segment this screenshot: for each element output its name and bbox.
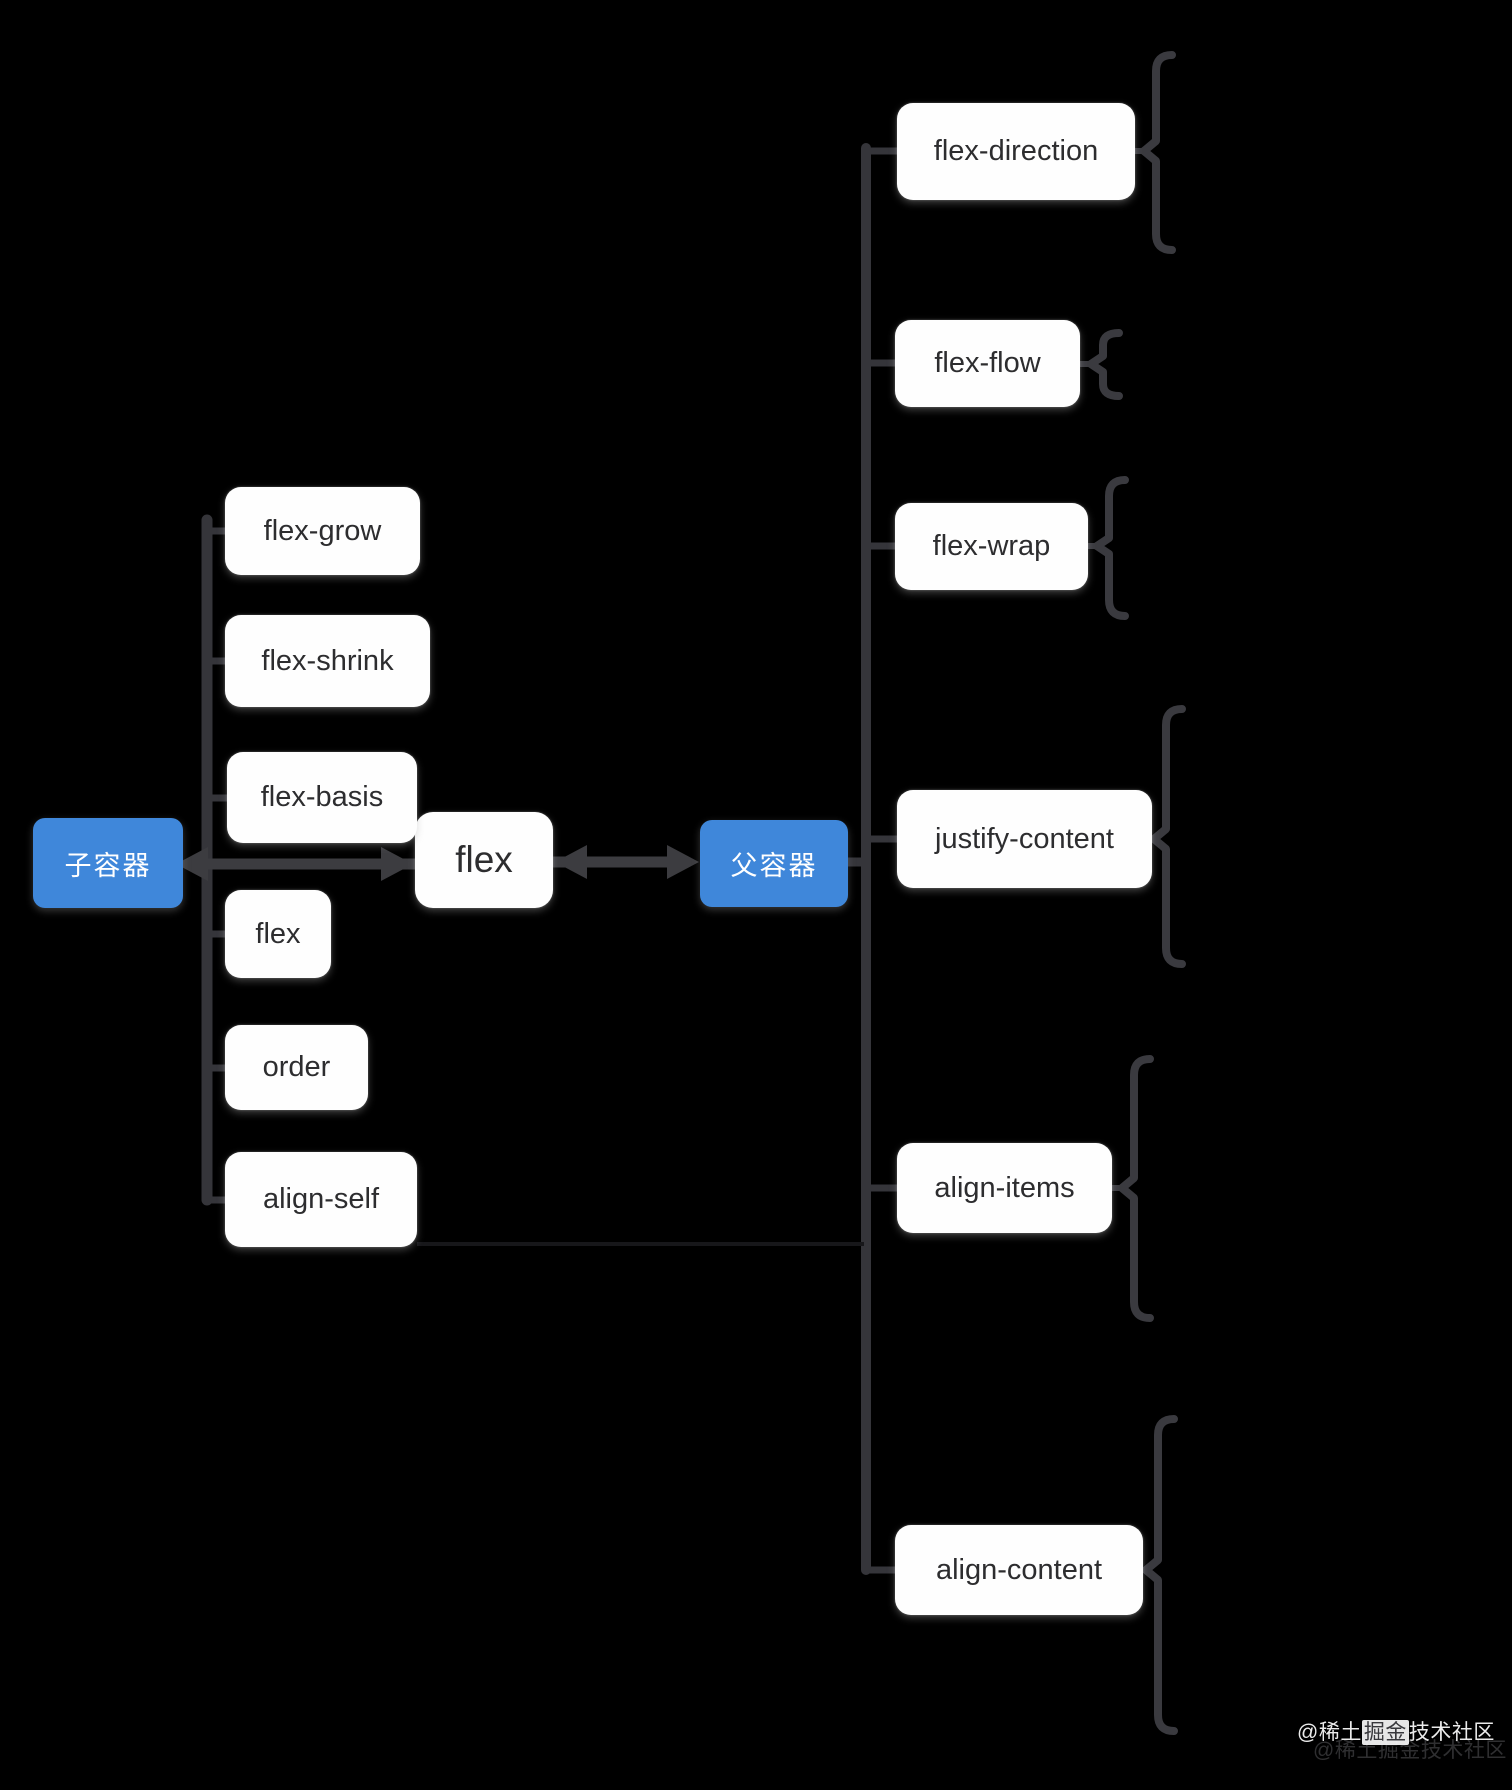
watermark-echo: @稀土掘金技术社区 [1313,1739,1507,1762]
watermark: @稀土掘金技术社区 [1297,1716,1495,1746]
node-label: 子容器 [64,850,152,881]
node-flex-wrap[interactable]: flex-wrap [895,503,1088,590]
node-label: align-self [262,1183,380,1215]
node-label: flex [255,917,301,950]
node-justify-content[interactable]: justify-content [897,790,1152,888]
node-flex-root[interactable]: flex [415,812,553,908]
node-label: flex-basis [260,781,384,813]
node-label: align-content [935,1553,1103,1586]
node-label: flex-direction [933,135,1099,167]
node-align-content[interactable]: align-content [895,1525,1143,1615]
child-branch-stubs [207,527,227,1204]
node-label: 父容器 [730,851,818,881]
node-label: flex [455,839,513,880]
brace-flex-wrap [1093,476,1129,620]
node-flex-direction[interactable]: flex-direction [897,103,1135,200]
brace-align-items [1118,1055,1154,1322]
node-label: flex-grow [263,514,382,547]
parent-branch-stubs [866,147,897,1574]
arrowhead-to-parent-container [667,845,699,879]
arrowhead-to-child-container [176,847,208,881]
node-align-items[interactable]: align-items [897,1143,1112,1233]
node-label: flex-shrink [261,644,394,677]
node-order[interactable]: order [225,1025,368,1110]
brace-connector-nubs [1080,148,1155,1573]
node-flex-basis[interactable]: flex-basis [227,752,417,843]
watermark-suffix: 技术社区 [1408,1721,1495,1744]
node-label: flex-wrap [932,530,1051,562]
node-label: flex-flow [934,347,1041,379]
node-label: order [262,1051,331,1083]
node-flex-flow[interactable]: flex-flow [895,320,1080,407]
node-child-container[interactable]: 子容器 [33,818,183,908]
brace-justify-content [1150,705,1186,968]
node-align-self[interactable]: align-self [225,1152,417,1247]
node-flex-grow[interactable]: flex-grow [225,487,420,575]
node-label: justify-content [935,822,1114,855]
arrowhead-to-flex-right [555,845,587,879]
watermark-logo-highlight: 掘金 [1361,1720,1409,1745]
node-flex-shorthand[interactable]: flex [225,890,331,978]
arrowhead-to-flex-left [381,847,413,881]
brace-align-content [1142,1415,1178,1735]
brace-flex-direction [1140,51,1176,254]
brace-flex-flow [1087,329,1123,400]
watermark-prefix: @稀土 [1297,1721,1362,1744]
node-parent-container[interactable]: 父容器 [700,820,848,907]
node-flex-shrink[interactable]: flex-shrink [225,615,430,707]
node-label: align-items [934,1171,1075,1204]
